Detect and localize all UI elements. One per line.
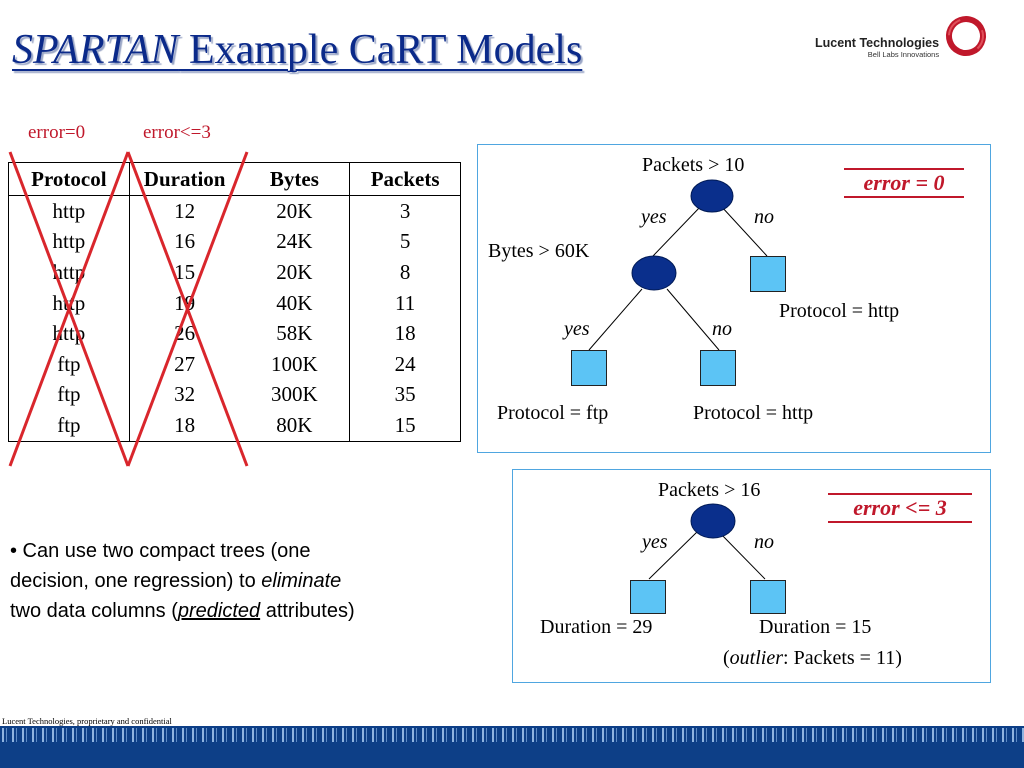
col-header-bytes: Bytes: [239, 162, 351, 196]
table-cell: http: [8, 226, 130, 258]
col-header-packets: Packets: [349, 162, 461, 196]
tree2-root-node: [690, 503, 736, 539]
tree1-leaf-ftp-label: Protocol = ftp: [497, 402, 609, 424]
table-cell: 18: [394, 321, 416, 346]
table-cell: 27: [174, 351, 196, 376]
outlier-word: outlier: [729, 647, 784, 669]
tree2-leaf-right-label: Duration = 15: [759, 616, 872, 638]
footer-confidential: Lucent Technologies, proprietary and con…: [2, 716, 172, 726]
tree1-yes-label: yes: [641, 206, 667, 228]
tree1-inner-yes-label: yes: [564, 318, 590, 340]
tree1-leaf-ftp: [571, 350, 607, 386]
tree1-leaf-right-label: Protocol = http: [779, 300, 900, 322]
table-cell: 24: [394, 351, 416, 376]
table-cell: 20K: [239, 195, 351, 227]
bullet-emphasis-predicted: predicted: [177, 600, 261, 622]
tree2-error-badge: error <= 3: [828, 493, 972, 523]
bullet-emphasis-eliminate: eliminate: [261, 570, 342, 592]
table-cell: 58K: [239, 318, 351, 349]
table-cell: 32: [174, 382, 196, 407]
table-cell: 11: [394, 290, 416, 315]
table-cell: 35: [394, 382, 416, 407]
outlier-rest: : Packets = 11): [783, 647, 902, 669]
bullet-line-3-text: two data columns (: [10, 600, 178, 622]
col-header-duration: Duration: [129, 162, 240, 196]
table-cell: 3: [399, 198, 411, 223]
tree1-leaf-http: [700, 350, 736, 386]
table-cell: ftp: [8, 379, 130, 411]
table-cell: 40K: [239, 287, 351, 319]
tree1-leaf-right: [750, 256, 786, 292]
table-cell: 18: [174, 412, 196, 437]
error-label-zero: error=0: [28, 122, 86, 143]
lucent-ring-icon: [946, 16, 986, 56]
outlier-prefix: (: [723, 647, 730, 669]
cross-mark-duration: [126, 151, 249, 467]
table-cell: 300K: [239, 379, 351, 411]
bullet-line-3-tail: attributes): [260, 600, 355, 622]
tree2-yes-label: yes: [642, 531, 668, 553]
tree2-root-label: Packets > 16: [658, 479, 761, 501]
tree2-edges: [648, 530, 766, 580]
tree1-edges: [588, 205, 768, 351]
logo-tagline: Bell Labs Innovations: [867, 50, 940, 59]
data-table: Protocol Duration Bytes Packets http 12 20…: [8, 162, 461, 442]
tree1-inner-node: [631, 255, 677, 291]
table-row: http1940K11: [8, 287, 461, 319]
cross-mark-protocol: [8, 151, 130, 467]
tree1-root-label: Packets > 10: [642, 154, 745, 176]
tree2-no-label: no: [754, 531, 774, 553]
bullet-line-3: two data columns (predicted attributes): [10, 596, 480, 626]
table-cell: 15: [394, 412, 416, 437]
tree1-inner-no-label: no: [712, 318, 732, 340]
table-header-row: Protocol Duration Bytes Packets: [8, 162, 461, 196]
table-cell: 5: [399, 229, 411, 254]
tree1-inner-label: Bytes > 60K: [488, 240, 590, 262]
tree1-box: [477, 144, 991, 453]
col-header-protocol: Protocol: [8, 162, 130, 196]
tree1-error-badge: error = 0: [844, 168, 964, 198]
table-cell: 8: [399, 259, 411, 284]
table-cell: 20K: [239, 257, 351, 288]
bullet-line-2: decision, one regression) to eliminate: [10, 566, 480, 596]
table-row: http 16 24K 5: [8, 226, 461, 258]
error-label-le3: error<=3: [143, 122, 211, 143]
tree2-leaf-left-label: Duration = 29: [540, 616, 653, 638]
table-cell: 15: [174, 259, 196, 284]
table-row: http 15 20K 8: [8, 257, 461, 288]
tree2-leaf-right: [750, 580, 786, 614]
slide-title: SPARTAN Example CaRT Models: [12, 26, 582, 74]
tree1-root-node: [690, 179, 734, 213]
table-cell: ftp: [8, 348, 130, 380]
table-cell: 80K: [239, 410, 351, 442]
table-row: ftp 27 100K 24: [8, 348, 461, 380]
tree2-outlier-note: (outlier: Packets = 11): [723, 647, 902, 670]
title-italic: SPARTAN: [12, 27, 179, 73]
column-cross-marks: [8, 151, 249, 467]
bullet-point: • Can use two compact trees (one decisio…: [10, 536, 480, 626]
bullet-line-2-text: decision, one regression) to: [10, 570, 262, 592]
table-cell: http: [8, 257, 130, 288]
tree1-no-label: no: [754, 206, 774, 228]
logo-name: Lucent Technologies: [815, 36, 940, 50]
tree2-box: [512, 469, 991, 683]
table-row: ftp 32 300K 35: [8, 379, 461, 411]
bullet-line-1: • Can use two compact trees (one: [10, 540, 311, 562]
tree2-leaf-left: [630, 580, 666, 614]
table-cell: 24K: [239, 226, 351, 258]
company-logo-text: Lucent Technologies Bell Labs Innovation…: [815, 36, 939, 59]
table-cell: 12: [174, 198, 196, 223]
table-cell: 16: [174, 229, 196, 254]
title-rest: Example CaRT Models: [178, 27, 583, 73]
footer-bar: [0, 726, 1024, 768]
tree1-leaf-http-label: Protocol = http: [693, 402, 814, 424]
table-cell: 100K: [239, 348, 351, 380]
